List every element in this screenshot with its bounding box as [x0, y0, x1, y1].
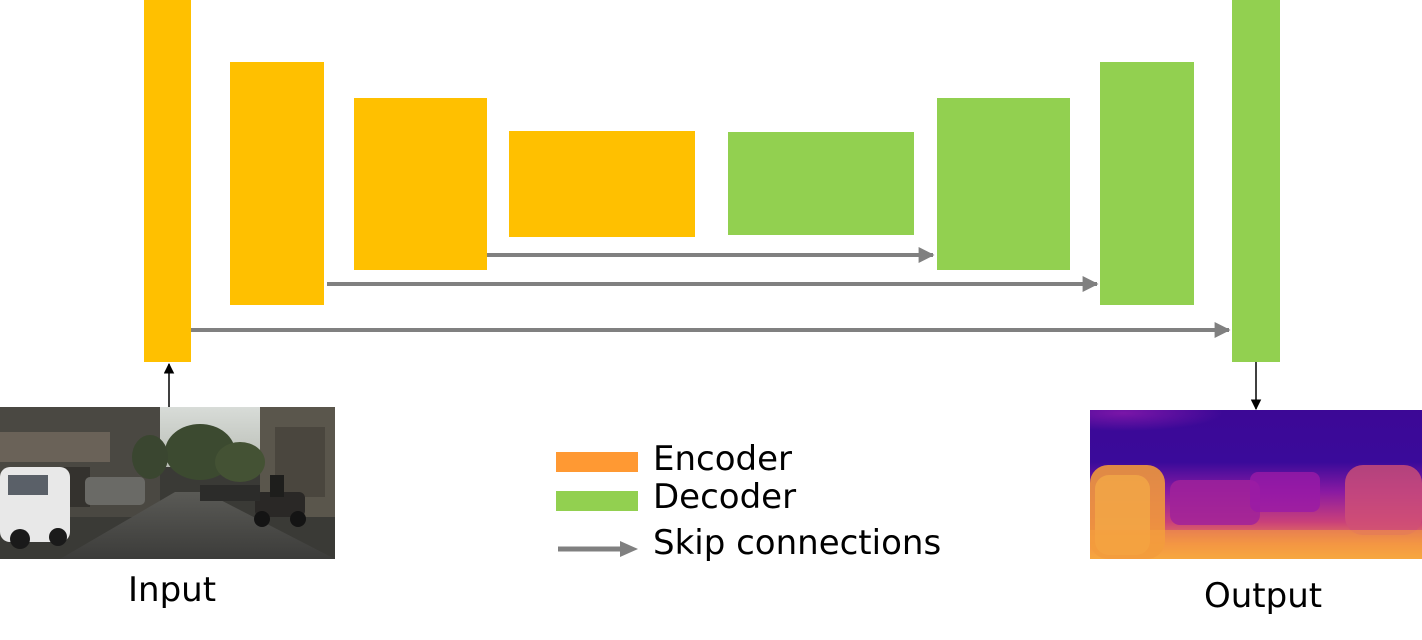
legend-encoder-label: Encoder — [653, 439, 793, 479]
legend-encoder-swatch — [556, 452, 638, 472]
input-image — [0, 407, 335, 559]
legend-decoder-label: Decoder — [653, 477, 797, 517]
decoder-block-1 — [728, 132, 914, 235]
legend-skip-arrow-icon — [558, 541, 638, 557]
encoder-block-4 — [509, 131, 695, 237]
encoder-block-2 — [230, 62, 324, 305]
decoder-block-3 — [1100, 62, 1194, 305]
encoder-block-3 — [354, 98, 487, 270]
legend-skip-label: Skip connections — [653, 523, 942, 563]
encoder-block-1 — [144, 0, 191, 362]
decoder-block-4 — [1232, 0, 1280, 362]
legend-decoder-swatch — [556, 491, 638, 511]
decoder-block-2 — [937, 98, 1070, 270]
input-label: Input — [128, 570, 217, 610]
output-label: Output — [1204, 576, 1323, 616]
output-depth-map — [1090, 410, 1422, 559]
